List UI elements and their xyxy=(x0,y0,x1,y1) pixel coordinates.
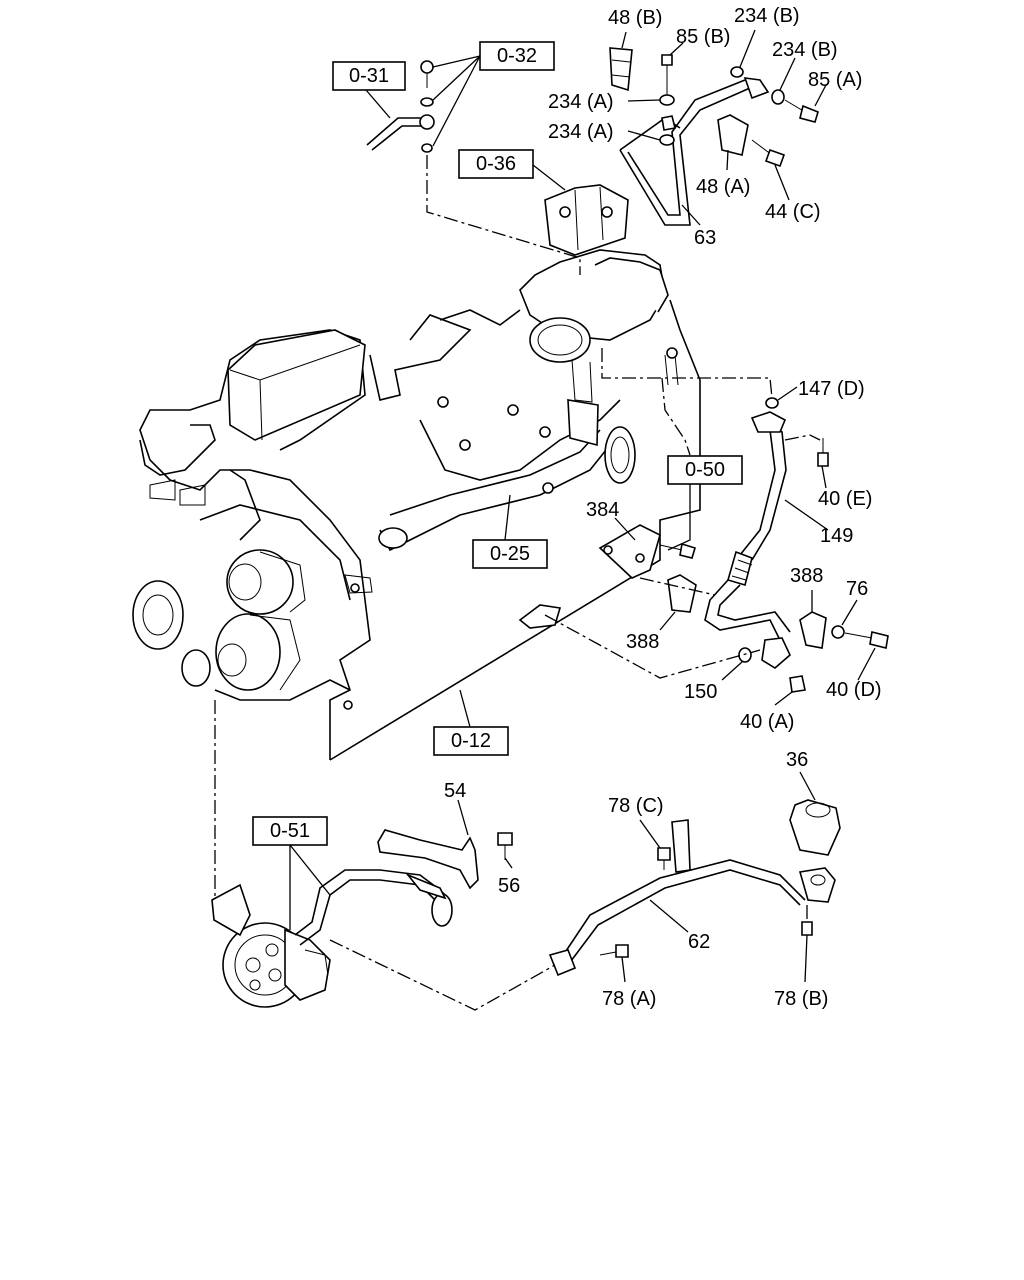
label-147d: 147 (D) xyxy=(798,378,865,400)
label-388-right: 388 xyxy=(790,565,823,587)
ref-box-0-36: 0-36 xyxy=(458,149,534,179)
ref-box-0-51: 0-51 xyxy=(252,816,328,846)
ref-box-0-50-label: 0-50 xyxy=(685,459,725,481)
label-63: 63 xyxy=(694,227,716,249)
label-40d: 40 (D) xyxy=(826,679,882,701)
oil-return-pipe-149-drawing xyxy=(518,397,889,693)
ref-box-0-36-label: 0-36 xyxy=(476,153,516,175)
label-54: 54 xyxy=(444,780,466,802)
ref-box-0-12: 0-12 xyxy=(433,726,509,756)
label-48a: 48 (A) xyxy=(696,176,750,198)
label-76: 76 xyxy=(846,578,868,600)
oil-feed-pipe-63-drawing xyxy=(609,47,819,226)
ref-box-0-32: 0-32 xyxy=(479,41,555,71)
label-388-mid: 388 xyxy=(626,631,659,653)
label-48b: 48 (B) xyxy=(608,7,662,29)
label-78b: 78 (B) xyxy=(774,988,828,1010)
label-384: 384 xyxy=(586,499,619,521)
label-62: 62 xyxy=(688,931,710,953)
ref-box-0-12-label: 0-12 xyxy=(451,730,491,752)
label-36: 36 xyxy=(786,749,808,771)
ref-box-0-50: 0-50 xyxy=(667,455,743,485)
ref-box-0-31: 0-31 xyxy=(332,61,406,91)
label-150: 150 xyxy=(684,681,717,703)
oil-pump-assembly-drawing xyxy=(211,799,841,1008)
ref-box-0-25-label: 0-25 xyxy=(490,543,530,565)
label-78c: 78 (C) xyxy=(608,795,664,817)
ref-box-0-31-label: 0-31 xyxy=(349,65,389,87)
label-234b-right: 234 (B) xyxy=(772,39,838,61)
label-149: 149 xyxy=(820,525,853,547)
part-labels: 48 (B) 85 (B) 234 (B) 234 (B) 85 (A) 234… xyxy=(444,5,882,1010)
label-234a-lower: 234 (A) xyxy=(548,121,614,143)
leader-lines xyxy=(214,29,876,1011)
label-234b-top: 234 (B) xyxy=(734,5,800,27)
label-40e: 40 (E) xyxy=(818,488,872,510)
label-85b: 85 (B) xyxy=(676,26,730,48)
ref-box-0-32-label: 0-32 xyxy=(497,45,537,67)
label-78a: 78 (A) xyxy=(602,988,656,1010)
ref-box-0-25: 0-25 xyxy=(472,539,548,569)
ref-box-0-51-label: 0-51 xyxy=(270,820,310,842)
engine-block-drawing xyxy=(132,184,701,761)
label-40a: 40 (A) xyxy=(740,711,794,733)
label-234a-upper: 234 (A) xyxy=(548,91,614,113)
small-fittings-drawing xyxy=(366,60,435,153)
label-56: 56 xyxy=(498,875,520,897)
label-44c: 44 (C) xyxy=(765,201,821,223)
label-85a: 85 (A) xyxy=(808,69,862,91)
